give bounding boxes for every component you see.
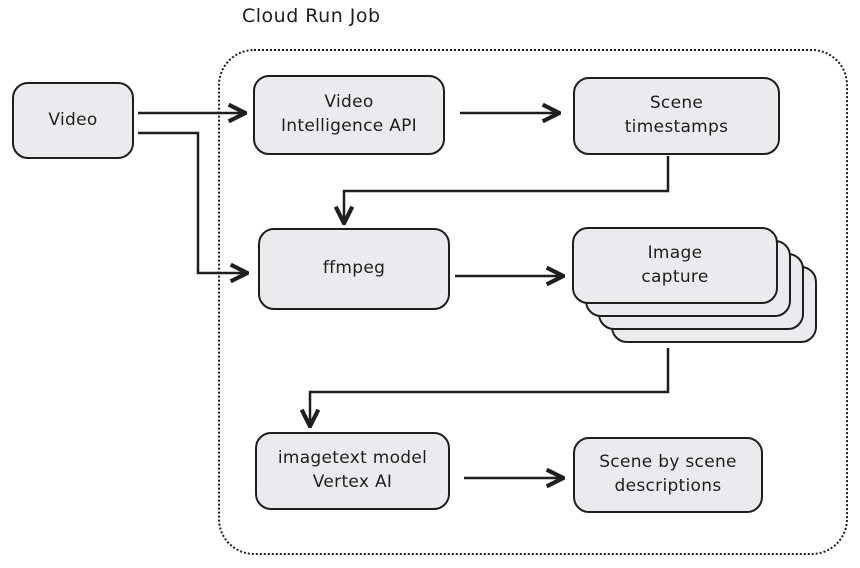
node-ffmpeg: ffmpeg	[258, 228, 450, 310]
node-video: Video	[12, 82, 134, 159]
node-label: Video Intelligence API	[280, 92, 417, 136]
node-label: Scene by scene descriptions	[599, 452, 737, 496]
diagram-title: Cloud Run Job	[242, 5, 381, 27]
node-label: Image capture	[641, 242, 709, 287]
node-imagetext-model-vertex-ai: imagetext model Vertex AI	[255, 432, 450, 510]
node-label: Video	[48, 109, 98, 130]
node-scene-by-scene-descriptions: Scene by scene descriptions	[573, 437, 763, 513]
cloud-run-job-container	[218, 49, 848, 555]
node-video-intelligence-api: Video Intelligence API	[253, 75, 445, 155]
node-label: imagetext model Vertex AI	[277, 448, 428, 492]
node-image-capture: Image capture	[572, 227, 778, 304]
node-label: ffmpeg	[322, 258, 386, 279]
node-label: Scene timestamps	[624, 93, 729, 137]
node-scene-timestamps: Scene timestamps	[573, 77, 780, 155]
